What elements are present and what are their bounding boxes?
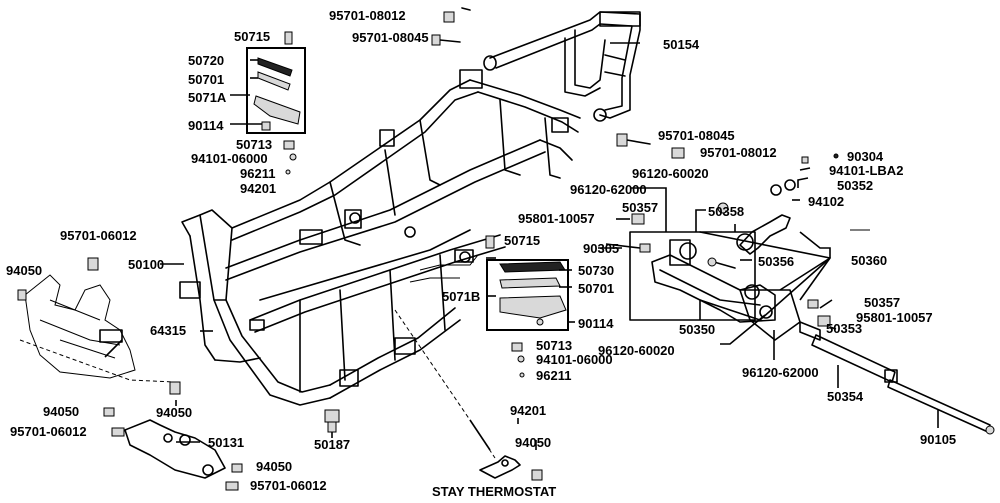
inset-box-5071b	[486, 259, 569, 331]
part-label: 50356	[758, 254, 795, 269]
part-label: 50154	[663, 37, 700, 52]
part-label: 50713	[236, 137, 273, 152]
bracket-64315	[19, 274, 176, 383]
swing-arm-assembly	[284, 7, 995, 435]
part-label: 50354	[827, 389, 864, 404]
part-label: 50730	[578, 263, 615, 278]
part-label: 95701-06012	[60, 228, 137, 243]
part-label: 50360	[851, 253, 888, 268]
part-label: 96120-60020	[632, 166, 709, 181]
part-label: 50357	[864, 295, 901, 310]
part-label: 94050	[6, 263, 43, 278]
part-label: 90304	[847, 149, 884, 164]
part-label: 94050	[43, 404, 80, 419]
part-label: 50715	[234, 29, 271, 44]
part-label: 94101-06000	[536, 352, 613, 367]
part-label: 50358	[708, 204, 745, 219]
part-label: 50720	[188, 53, 225, 68]
part-label: 95701-06012	[10, 424, 87, 439]
part-label: 94050	[156, 405, 193, 420]
part-label: 94101-06000	[191, 151, 268, 166]
part-label: 5071B	[442, 289, 481, 304]
part-label: 50352	[837, 178, 874, 193]
part-label: 94050	[256, 459, 293, 474]
main-frame	[179, 69, 581, 406]
part-label: 50357	[622, 200, 659, 215]
part-label: 94201	[510, 403, 547, 418]
part-label: 96120-62000	[570, 182, 647, 197]
part-label: 50713	[536, 338, 573, 353]
part-label: 50350	[679, 322, 716, 337]
part-label: 95701-06012	[250, 478, 327, 493]
plate-50131	[124, 419, 226, 479]
bolt-50187	[324, 409, 340, 433]
part-label: 50353	[826, 321, 863, 336]
part-label: 95801-10057	[856, 310, 933, 325]
part-label: 95701-08045	[352, 30, 429, 45]
part-label: 96211	[240, 166, 276, 181]
part-label: 96120-62000	[742, 365, 819, 380]
part-label: 90114	[578, 316, 614, 331]
inset-5071b-contents	[499, 261, 567, 326]
part-label: 50187	[314, 437, 351, 452]
part-label: 90105	[920, 432, 957, 447]
part-label: 64315	[150, 323, 187, 338]
part-label: 90305	[583, 241, 620, 256]
part-label: 96211	[536, 368, 572, 383]
rear-rack-50154	[483, 11, 641, 122]
part-label: 94102	[808, 194, 845, 209]
part-label: 95701-08012	[329, 8, 406, 23]
inset-5071a-contents	[253, 57, 301, 125]
part-label: 94101-LBA2	[829, 163, 904, 178]
part-label: 94201	[240, 181, 277, 196]
part-label: 95701-08045	[658, 128, 735, 143]
part-label: 50701	[578, 281, 615, 296]
part-label: 50715	[504, 233, 541, 248]
stay-thermostat-label: STAY THERMOSTAT	[432, 484, 557, 499]
stay-thermostat	[394, 309, 521, 479]
part-label: 50100	[128, 257, 165, 272]
part-label: 90114	[188, 118, 224, 133]
part-label: 94050	[515, 435, 552, 450]
part-label: 95701-08012	[700, 145, 777, 160]
part-label: 96120-60020	[598, 343, 675, 358]
part-label: 95801-10057	[518, 211, 595, 226]
small-fasteners	[17, 121, 543, 491]
part-label: 50131	[208, 435, 245, 450]
inset-box-5071a	[246, 47, 306, 134]
part-label: 5071A	[188, 90, 227, 105]
part-label: 50701	[188, 72, 225, 87]
